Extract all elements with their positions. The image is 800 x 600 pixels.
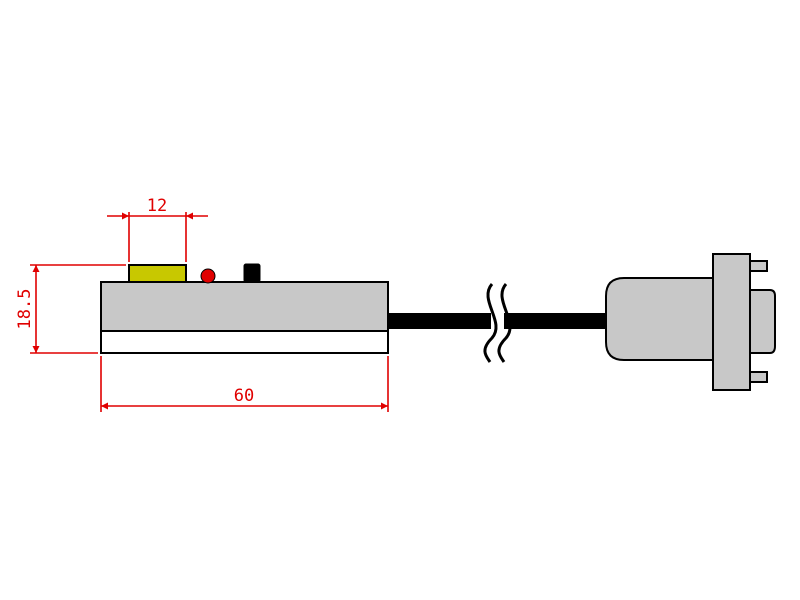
device-base xyxy=(100,330,389,354)
dimension-height xyxy=(30,264,126,354)
cable-left xyxy=(388,313,491,329)
push-button xyxy=(243,263,261,283)
top-block xyxy=(128,264,187,283)
length-label: 60 xyxy=(234,386,254,406)
dimension-width xyxy=(107,212,208,262)
dsub-connector xyxy=(605,253,776,391)
device-body xyxy=(100,281,389,332)
height-label: 18.5 xyxy=(15,289,35,330)
dimension-length xyxy=(100,356,389,412)
cable-break-symbol xyxy=(483,283,512,363)
led-indicator xyxy=(200,268,216,284)
cable-right xyxy=(504,313,608,329)
width-label: 12 xyxy=(147,196,167,216)
